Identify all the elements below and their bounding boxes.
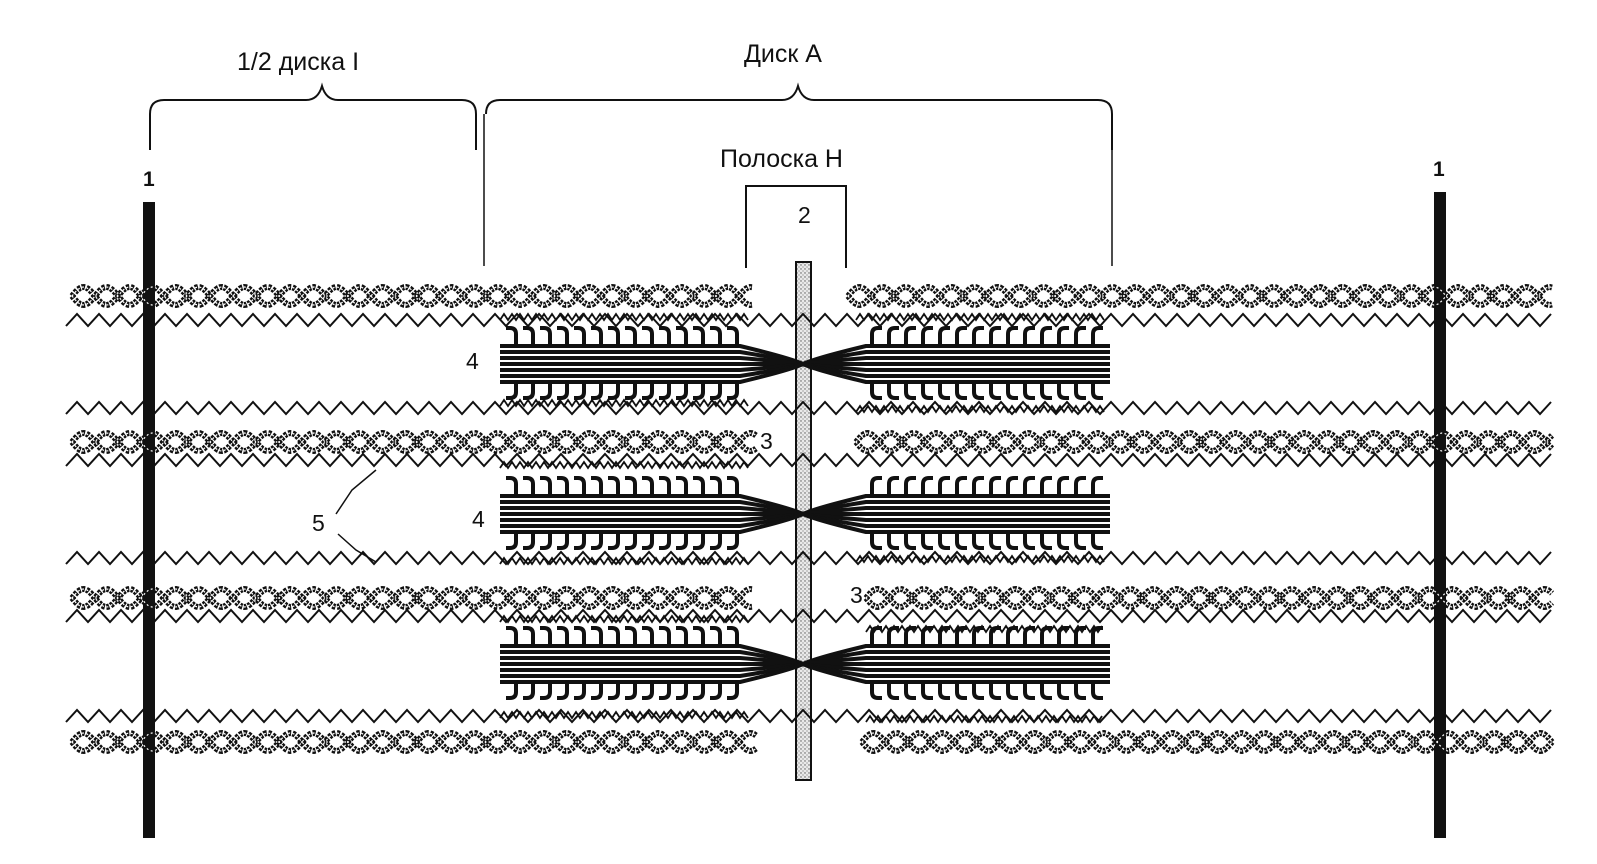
actin-filament-right-3 <box>863 585 1555 611</box>
actin-filament-right-4 <box>859 729 1555 755</box>
titin-dense-7 <box>855 312 1105 322</box>
label-4-middle: 4 <box>472 506 485 532</box>
titin-line-5 <box>65 608 1552 624</box>
actin-filament-right-1 <box>845 283 1553 309</box>
m-line <box>795 261 812 781</box>
half-i-band-brace <box>149 82 477 150</box>
a-band-label: Диск A <box>744 40 822 68</box>
titin-line-3 <box>65 452 1552 468</box>
titin-dense-8 <box>855 404 1105 414</box>
z-line-left <box>143 202 155 838</box>
titin-dense-4 <box>499 556 749 566</box>
m-line-label: 2 <box>798 202 811 228</box>
label-3-upper: 3 <box>760 428 773 454</box>
titin-line-2 <box>65 400 1552 416</box>
label-5-leader-upper <box>335 469 377 515</box>
titin-dense-3 <box>499 460 749 470</box>
actin-filament-left-1 <box>69 283 753 309</box>
actin-filament-left-4 <box>69 729 758 755</box>
myosin-filament-2 <box>500 476 1110 550</box>
actin-filament-right-2 <box>853 429 1555 455</box>
titin-dense-9 <box>855 554 1105 564</box>
titin-dense-1 <box>499 312 749 322</box>
label-4-top: 4 <box>466 348 479 374</box>
actin-filament-left-3 <box>69 585 753 611</box>
titin-dense-5 <box>499 614 749 624</box>
titin-dense-2 <box>499 398 749 408</box>
titin-dense-6 <box>499 710 749 720</box>
thin-filaments-group <box>69 283 1555 755</box>
h-zone-label: Полоска H <box>720 145 843 173</box>
z-line-right-label: 1 <box>1433 158 1445 181</box>
titin-line-4 <box>65 550 1552 566</box>
thick-filaments-group <box>500 326 1110 700</box>
myosin-filament-1 <box>500 326 1110 400</box>
half-i-band-label: 1/2 диска I <box>237 48 360 76</box>
a-band-brace <box>485 82 1113 150</box>
h-zone-bracket <box>745 185 847 268</box>
label-5: 5 <box>312 510 325 536</box>
titin-line-1 <box>65 312 1552 328</box>
actin-filament-left-2 <box>69 429 758 455</box>
titin-dense-11 <box>865 714 1103 724</box>
titin-zigzag-group <box>65 312 1552 724</box>
label-3-lower: 3 <box>850 582 863 608</box>
z-line-right <box>1434 192 1446 838</box>
label-5-leader-lower <box>337 533 377 563</box>
titin-line-6 <box>65 708 1552 724</box>
z-line-left-label: 1 <box>143 168 155 191</box>
myosin-filament-3 <box>500 626 1110 700</box>
